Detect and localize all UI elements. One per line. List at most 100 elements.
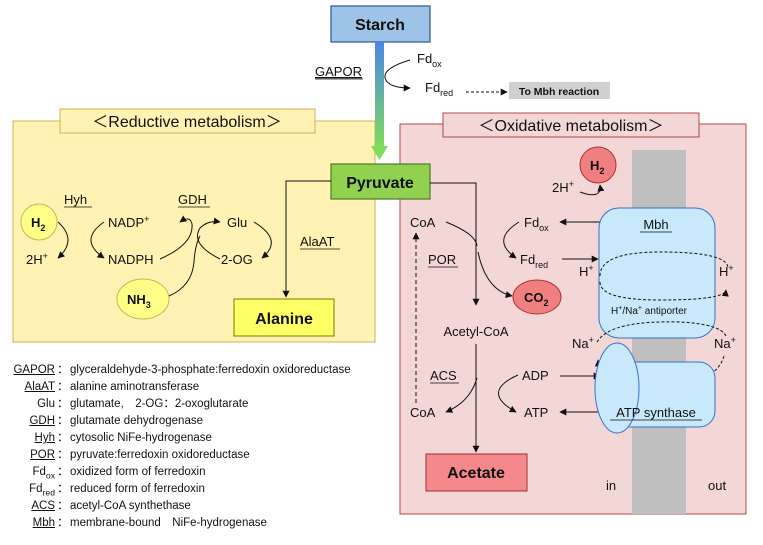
h-in-label: H+ (579, 263, 594, 279)
gdh-nadph-arc (159, 215, 193, 260)
starch-arrow-head (371, 146, 388, 160)
legend-term: Glu (37, 398, 55, 410)
nadph-label: NADPH (108, 252, 154, 267)
legend-row: GDH：glutamate dehydrogenase (10, 413, 410, 429)
alaat-label: AlaAT (300, 234, 334, 249)
gdh-og-arc (197, 217, 221, 260)
legend-separator: ： (57, 398, 69, 410)
oxidative-fd-ox: Fdox (524, 215, 549, 233)
mbh-complex (598, 207, 716, 339)
coa-bottom-label: CoA (410, 405, 436, 420)
legend-separator: ： (57, 449, 69, 461)
gapor-label: GAPOR (315, 64, 362, 79)
starch-label: Starch (355, 17, 405, 34)
gdh-label: GDH (178, 192, 207, 207)
hyh-nadp-arc (90, 221, 105, 259)
h-out-label: H+ (719, 263, 734, 279)
in-label: in (606, 478, 616, 493)
gapor-fd-arc (384, 59, 411, 92)
legend-description: membrane-bound NiFe-hydrogenase (70, 517, 267, 529)
acs-label: ACS (430, 368, 457, 383)
co2-circle (512, 279, 562, 315)
oxidative-title: ＜Oxidative metabolism＞ (479, 118, 664, 135)
legend-description: reduced form of ferredoxin (70, 483, 205, 495)
oxidative-fd-red: Fdred (520, 252, 548, 270)
legend-term: POR (30, 449, 55, 461)
legend-separator: ： (57, 500, 69, 512)
reductive-2h-label: 2H+ (26, 251, 48, 267)
legend-row: ACS：acetyl-CoA synthethase (10, 498, 410, 514)
out-label: out (708, 478, 726, 493)
legend-row: POR：pyruvate:ferredoxin oxidoreductase (10, 447, 410, 463)
legend-term: GAPOR (13, 364, 55, 376)
mbh-label: Mbh (643, 217, 668, 232)
legend-separator: ： (57, 432, 69, 444)
nh3-label: NH3 (127, 292, 151, 310)
nadp-label: NADP+ (108, 214, 149, 230)
reductive-title-box (59, 108, 316, 134)
por-label: POR (428, 252, 456, 267)
legend-row: Fdred：reduced form of ferredoxin (10, 481, 410, 497)
oxidative-title-box (442, 112, 700, 138)
legend-term: GDH (29, 415, 55, 427)
por-co2-arc (477, 251, 513, 298)
top-fd-ox: Fdox (417, 51, 442, 69)
acetate-label: Acetate (447, 465, 505, 482)
nh3-arc (168, 235, 201, 297)
legend-row: Mbh：membrane-bound NiFe-hydrogenase (10, 515, 410, 531)
acetyl-coa-label: Acetyl-CoA (443, 324, 508, 339)
co2-label: CO2 (524, 290, 549, 308)
legend-term: Mbh (32, 517, 55, 529)
legend-term: Hyh (34, 432, 55, 444)
legend-description: glutamate dehydrogenase (70, 415, 203, 427)
pyruvate-to-alanine-arrow (282, 180, 331, 298)
legend-description: oxidized form of ferredoxin (70, 466, 206, 478)
hyh-label: Hyh (64, 192, 87, 207)
na-in-label: Na+ (572, 335, 594, 351)
pyruvate-to-acetyl-line (430, 182, 480, 306)
mbh-reaction-box (509, 82, 610, 99)
legend-description: cytosolic NiFe-hydrogenase (70, 432, 212, 444)
pyruvate-label: Pyruvate (346, 175, 414, 192)
acs-coa-arc (445, 377, 478, 413)
legend-separator: ： (57, 364, 69, 376)
acs-adp-arc (498, 374, 519, 413)
glu-label: Glu (227, 215, 247, 230)
legend-separator: ： (57, 517, 69, 529)
atp-synthase-label: ATP synthase (616, 405, 696, 420)
top-fd-red: Fdred (425, 80, 453, 98)
h-transport-dashed (599, 251, 728, 301)
legend-term: ACS (31, 500, 55, 512)
mbh-h2-arc (579, 184, 605, 196)
legend-description: alanine aminotransferase (70, 381, 200, 393)
legend-term: AlaAT (24, 381, 55, 393)
two-og-label: 2-OG (221, 252, 253, 267)
legend-row: AlaAT：alanine aminotransferase (10, 379, 410, 395)
adp-label: ADP (522, 368, 549, 383)
atp-label: ATP (524, 405, 548, 420)
legend-separator: ： (57, 381, 69, 393)
alanine-label: Alanine (255, 311, 313, 328)
nh3-circle (116, 278, 170, 320)
alaat-arc (253, 221, 272, 259)
acetate-box (425, 453, 528, 492)
na-out-label: Na+ (714, 335, 736, 351)
por-fd-arc (503, 221, 520, 259)
legend-row: Fdox：oxidized form of ferredoxin (10, 464, 410, 480)
reductive-h2-label: H2 (31, 215, 45, 233)
legend-term: Fdox (32, 466, 55, 481)
hyh-arc (57, 221, 69, 259)
legend-description: acetyl-CoA synthethase (70, 500, 191, 512)
pyruvate-box (330, 163, 431, 200)
reductive-title: ＜Reductive metabolism＞ (92, 114, 281, 131)
oxidative-h2-label: H2 (590, 158, 604, 176)
legend-separator: ： (57, 466, 69, 478)
legend-row: Hyh：cytosolic NiFe-hydrogenase (10, 430, 410, 446)
atp-synthase-rotor (594, 342, 640, 434)
starch-box (330, 5, 431, 43)
legend-row: Glu：glutamate, 2-OG：2-oxoglutarate (10, 396, 410, 412)
starch-to-pyruvate-arrow (375, 42, 384, 146)
antiporter-label: H+/Na+ antiporter (611, 305, 688, 317)
oxidative-2h-label: 2H+ (552, 179, 574, 195)
